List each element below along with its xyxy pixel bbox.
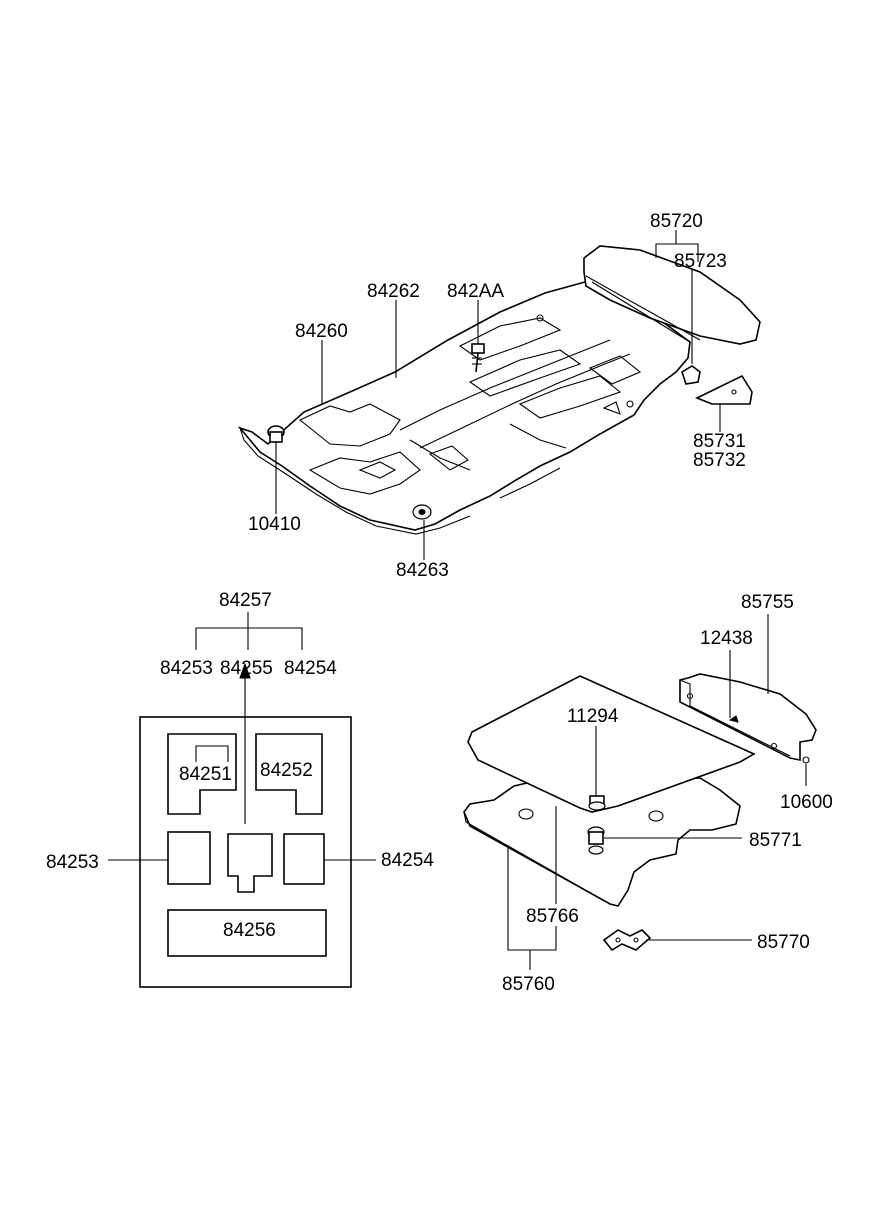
label-842AA: 842AA: [447, 281, 504, 302]
label-85760: 85760: [502, 974, 555, 995]
label-84257: 84257: [219, 590, 272, 611]
label-85755: 85755: [741, 592, 794, 613]
label-84253-top: 84253: [160, 658, 213, 679]
label-84251: 84251: [179, 764, 232, 785]
label-84263: 84263: [396, 560, 449, 581]
label-84255: 84255: [220, 658, 273, 679]
label-11294: 11294: [567, 706, 619, 727]
part-labels: 85720 85723 84262 842AA 84260 85731 8573…: [46, 211, 833, 995]
label-85731: 85731: [693, 431, 746, 452]
leaders-bottom-right: [507, 614, 807, 970]
label-85771: 85771: [749, 830, 802, 851]
floor-carpet-drawing: [237, 245, 761, 535]
label-10410: 10410: [248, 514, 301, 535]
mat-set-drawing: [108, 612, 376, 988]
label-85732: 85732: [693, 450, 746, 471]
label-85720: 85720: [650, 211, 703, 232]
label-84252: 84252: [260, 760, 313, 781]
label-85723: 85723: [674, 251, 727, 272]
label-84253: 84253: [46, 852, 99, 873]
label-12438: 12438: [700, 628, 753, 649]
label-84260: 84260: [295, 321, 348, 342]
luggage-board-drawing: [463, 673, 817, 952]
label-85766: 85766: [526, 906, 579, 927]
label-84256: 84256: [223, 920, 276, 941]
label-85770: 85770: [757, 932, 810, 953]
label-84254-top: 84254: [284, 658, 337, 679]
leaders-top: [275, 230, 721, 560]
label-84254: 84254: [381, 850, 434, 871]
label-84262: 84262: [367, 281, 420, 302]
label-10600: 10600: [780, 792, 833, 813]
